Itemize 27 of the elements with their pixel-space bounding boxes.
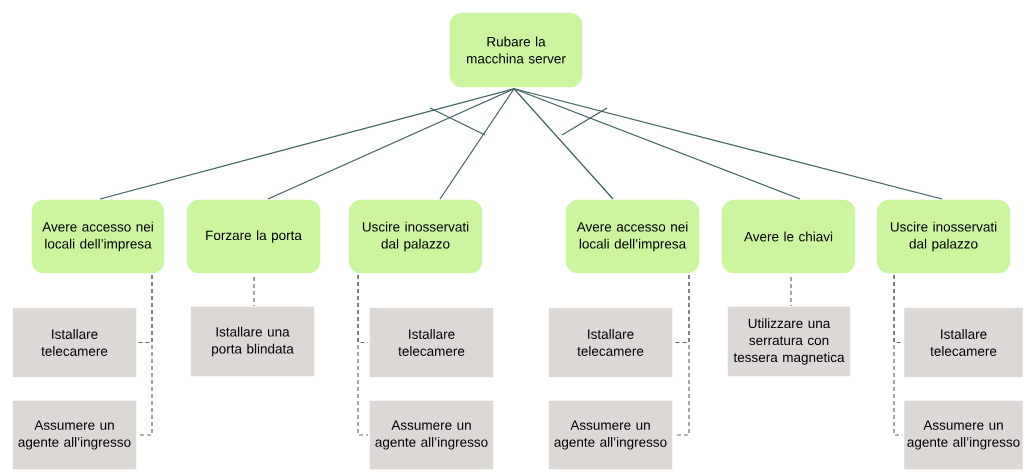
countermeasure-box: Istallare telecamere xyxy=(11,306,138,379)
countermeasure-box: Assumere un agente all’ingresso xyxy=(11,399,138,471)
dashed-connector xyxy=(893,274,904,436)
dashed-connector xyxy=(673,274,690,436)
countermeasure-box: Assumere un agente all’ingresso xyxy=(547,399,674,471)
subgoal-box: Avere accesso nei locali dell’impresa xyxy=(564,198,701,275)
countermeasure-box: Utilizzare una serratura con tessera magnetica xyxy=(726,305,852,378)
countermeasure-box: Istallare telecamere xyxy=(902,306,1024,379)
connector-line xyxy=(439,88,515,200)
countermeasure-box: Istallare telecamere xyxy=(368,306,495,379)
subgoal-box: Avere accesso nei locali dell’impresa xyxy=(30,198,166,275)
dashed-connector xyxy=(357,274,369,436)
connector-line xyxy=(267,88,515,200)
dashed-connector xyxy=(253,276,255,307)
dashed-connector xyxy=(790,276,792,307)
countermeasure-box: Assumere un agente all’ingresso xyxy=(368,399,495,471)
connector-line xyxy=(513,88,943,200)
goal-box: Rubare la macchina server xyxy=(448,11,584,89)
connector-line xyxy=(513,88,614,200)
countermeasure-box: Istallare una porta blindata xyxy=(189,305,316,378)
subgoal-box: Uscire inosservati dal palazzo xyxy=(875,198,1012,275)
countermeasure-box: Assumere un agente all’ingresso xyxy=(902,399,1024,471)
subgoal-box: Uscire inosservati dal palazzo xyxy=(347,198,484,275)
countermeasure-box: Istallare telecamere xyxy=(547,306,674,379)
subgoal-box: Forzare la porta xyxy=(185,198,322,275)
subgoal-box: Avere le chiavi xyxy=(720,198,857,275)
connector-line xyxy=(99,88,515,200)
